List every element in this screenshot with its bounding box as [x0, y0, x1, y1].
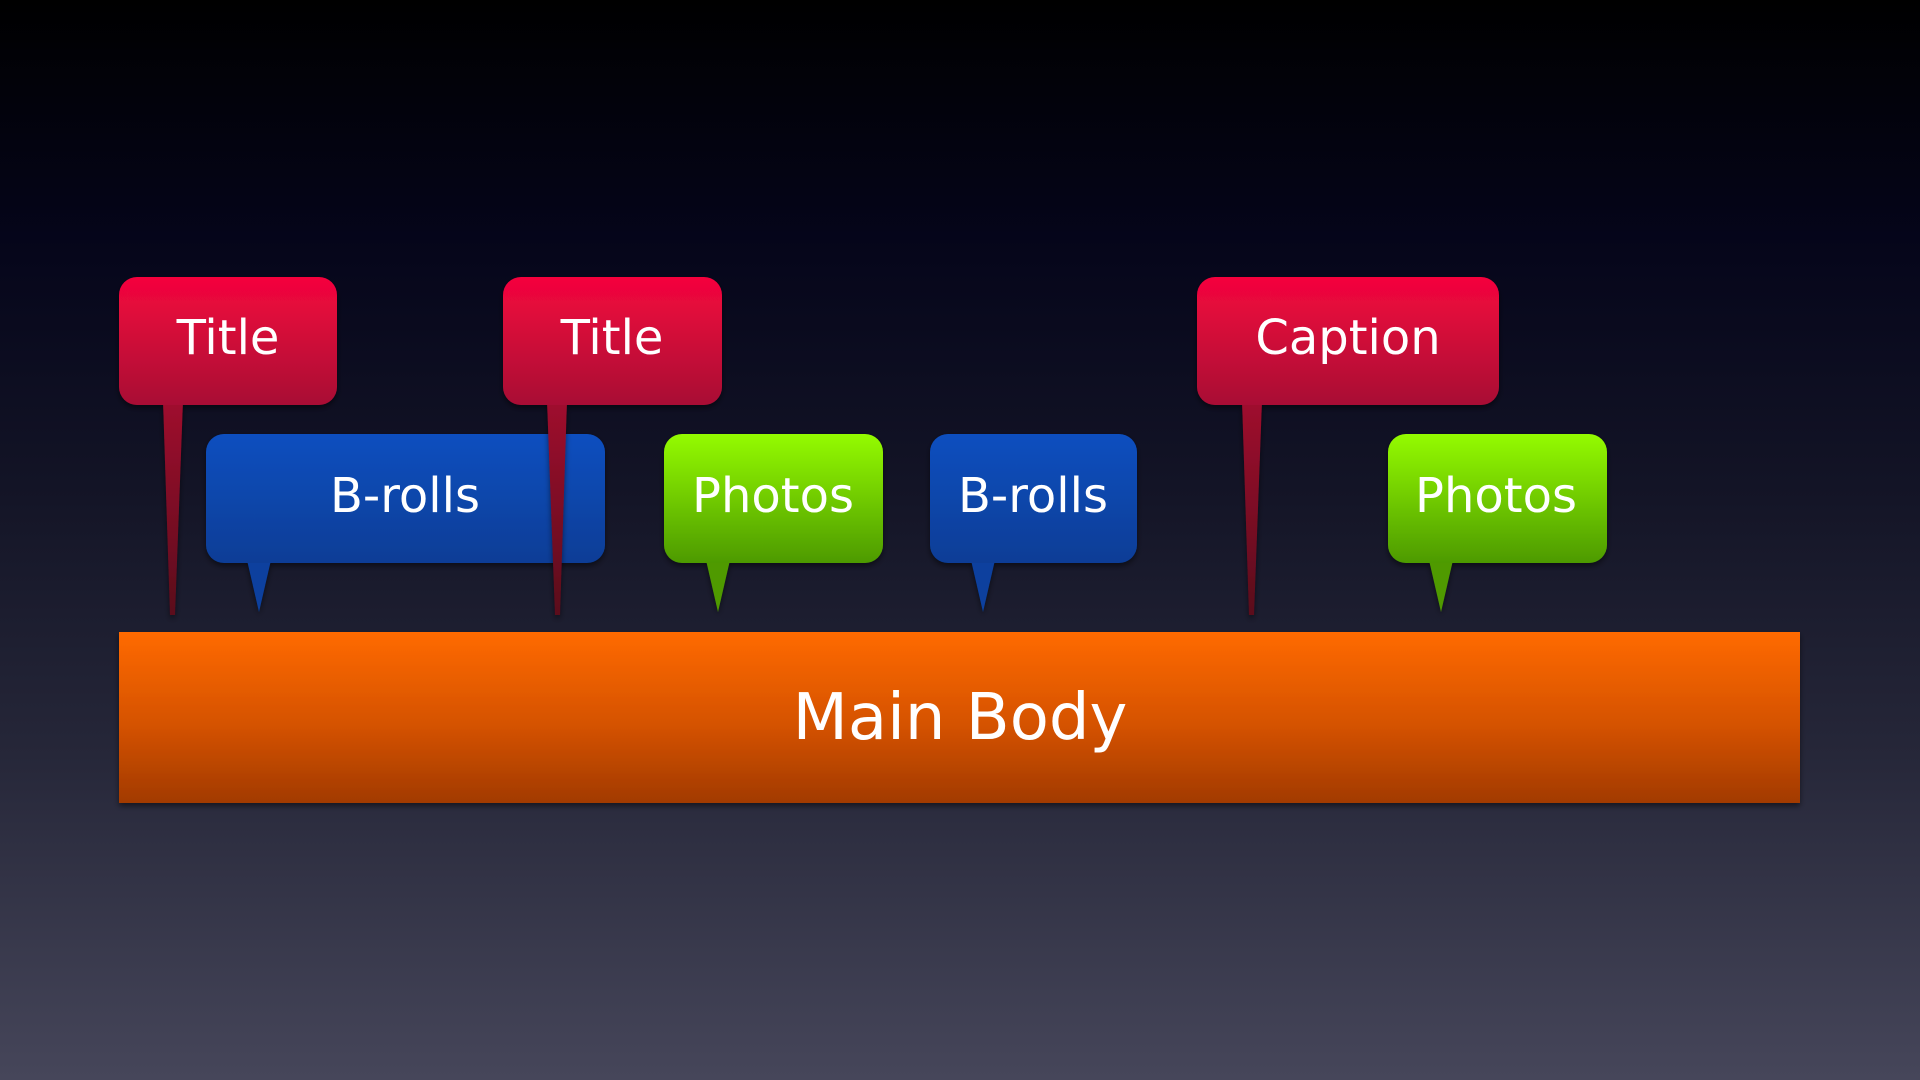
main-body-label: Main Body — [793, 681, 1128, 755]
caption-label: Caption — [1255, 310, 1440, 366]
photos-pointer — [706, 560, 730, 612]
main-body-block: Main Body — [119, 632, 1800, 803]
title-stem — [163, 400, 183, 615]
b-roll-bubble — [930, 434, 1137, 563]
title-marker: Title — [119, 277, 337, 615]
title-label: Title — [176, 310, 280, 366]
caption-bubble — [1197, 277, 1499, 405]
caption-marker: Caption — [1197, 277, 1499, 615]
b-roll-pointer — [247, 560, 271, 612]
caption-stem — [1242, 400, 1262, 615]
photos-label: Photos — [692, 468, 854, 524]
b-roll-marker: B-rolls — [930, 434, 1137, 612]
photos-marker: Photos — [1388, 434, 1607, 612]
photos-pointer — [1429, 560, 1453, 612]
title-bubble — [503, 277, 722, 405]
b-roll-pointer — [971, 560, 995, 612]
title-label: Title — [560, 310, 664, 366]
b-roll-bubble — [206, 434, 605, 563]
b-roll-label: B-rolls — [958, 468, 1108, 524]
photos-marker: Photos — [664, 434, 883, 612]
photos-label: Photos — [1415, 468, 1577, 524]
b-roll-marker: B-rolls — [206, 434, 605, 612]
title-stem — [547, 400, 567, 615]
main-body-bar — [119, 632, 1800, 803]
b-roll-label: B-rolls — [330, 468, 480, 524]
title-marker: Title — [503, 277, 722, 615]
photos-bubble — [664, 434, 883, 563]
photos-bubble — [1388, 434, 1607, 563]
title-bubble — [119, 277, 337, 405]
